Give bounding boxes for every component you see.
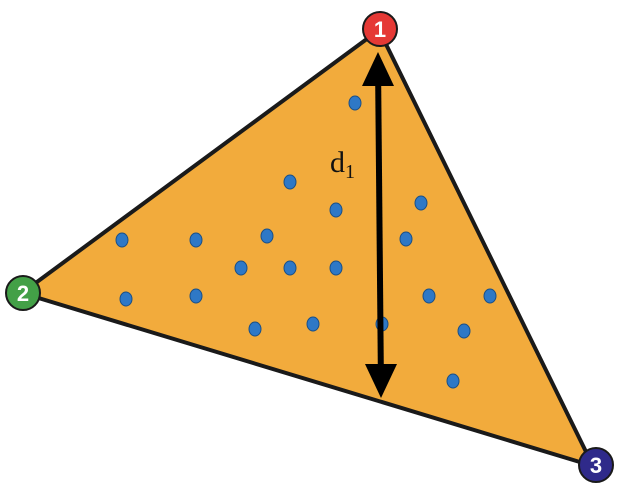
- vertex-3: 3: [578, 447, 614, 483]
- distance-arrow-head-top: [362, 52, 394, 86]
- interior-point: [189, 232, 203, 248]
- vertex-1-marker: [362, 11, 398, 47]
- interior-point: [119, 291, 133, 307]
- interior-point: [306, 316, 320, 332]
- distance-label: d1: [330, 146, 355, 183]
- interior-point: [414, 195, 428, 211]
- vertex-3-label: 3: [590, 453, 602, 478]
- distance-arrow-shaft: [375, 61, 384, 389]
- interior-point: [283, 260, 297, 276]
- interior-point: [348, 95, 362, 111]
- vertex-1: 1: [362, 11, 398, 47]
- interior-point: [260, 228, 274, 244]
- vertex-3-marker: [578, 447, 614, 483]
- vertex-2-label: 2: [17, 281, 29, 306]
- interior-point: [189, 288, 203, 304]
- vertex-1-label: 1: [374, 17, 386, 42]
- distance-arrow-head-bottom: [365, 364, 397, 398]
- triangle: [20, 28, 595, 468]
- interior-point: [115, 232, 129, 248]
- interior-point: [283, 174, 297, 190]
- vertex-2-marker: [5, 275, 41, 311]
- interior-point: [248, 321, 262, 337]
- interior-point: [446, 373, 460, 389]
- interior-point: [329, 202, 343, 218]
- distance-label-symbol: d: [330, 146, 345, 179]
- interior-point: [483, 288, 497, 304]
- interior-points: [115, 95, 497, 389]
- interior-point: [234, 260, 248, 276]
- interior-point: [457, 323, 471, 339]
- distance-arrow: [362, 52, 397, 398]
- interior-point: [329, 260, 343, 276]
- vertex-2: 2: [5, 275, 41, 311]
- interior-point: [399, 231, 413, 247]
- distance-label-subscript: 1: [345, 161, 355, 183]
- interior-point: [422, 288, 436, 304]
